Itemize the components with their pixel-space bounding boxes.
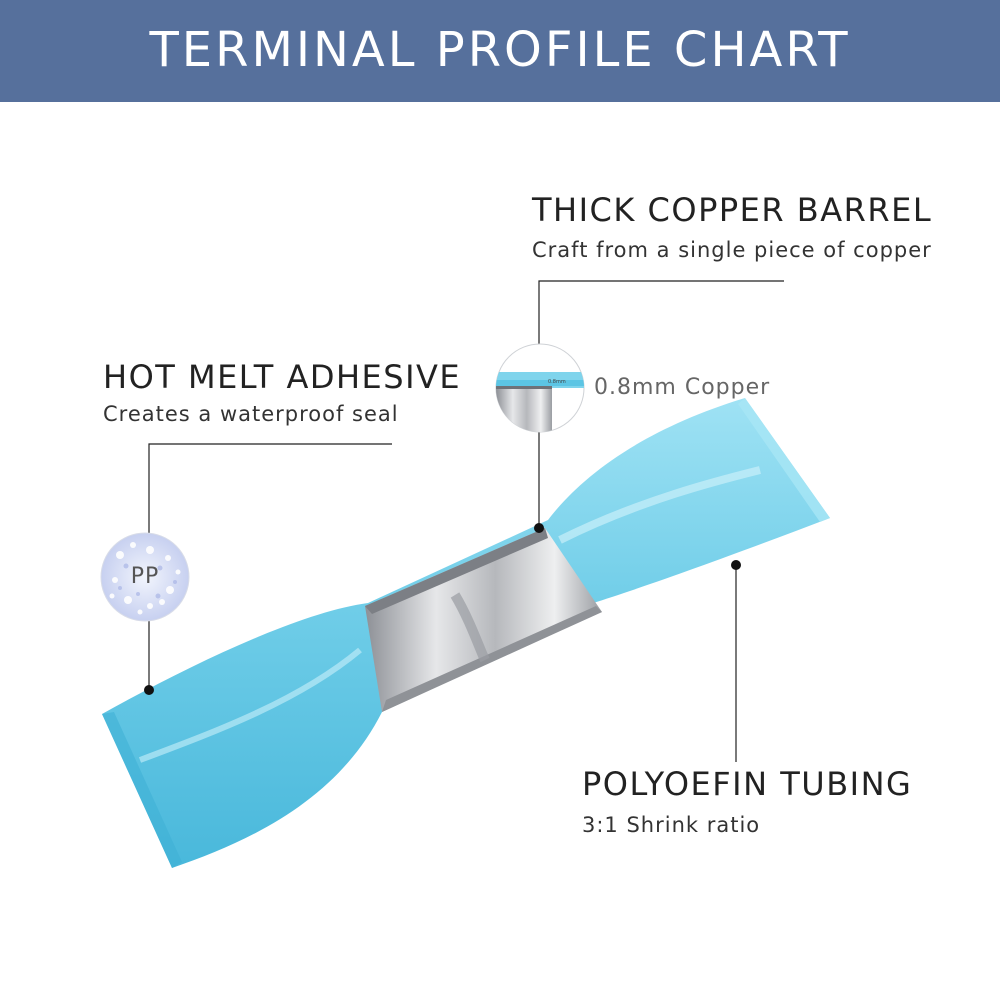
barrel-leader-top xyxy=(538,280,784,345)
copper-thickness-small-label: 0.8mm xyxy=(548,379,566,385)
header-banner: TERMINAL PROFILE CHART xyxy=(0,0,1000,102)
barrel-title: THICK COPPER BARREL xyxy=(532,191,933,229)
adhesive-subtitle: Creates a waterproof seal xyxy=(103,402,399,426)
pp-material-label: PP xyxy=(130,564,160,589)
copper-magnifier-inset: 0.8mm xyxy=(495,343,585,433)
adhesive-leader-top xyxy=(148,443,392,533)
tubing-marker-dot xyxy=(731,560,741,570)
barrel-marker-dot xyxy=(534,523,544,533)
page-title: TERMINAL PROFILE CHART xyxy=(149,22,851,78)
tubing-subtitle: 3:1 Shrink ratio xyxy=(582,813,761,837)
leader-lines xyxy=(148,280,784,762)
copper-thickness-label: 0.8mm Copper xyxy=(594,375,771,400)
tubing-title: POLYOEFIN TUBING xyxy=(582,765,913,803)
barrel-subtitle: Craft from a single piece of copper xyxy=(532,238,932,262)
pp-adhesive-inset xyxy=(100,532,190,622)
adhesive-title: HOT MELT ADHESIVE xyxy=(103,358,462,396)
adhesive-marker-dot xyxy=(144,685,154,695)
copper-barrel xyxy=(365,528,602,712)
